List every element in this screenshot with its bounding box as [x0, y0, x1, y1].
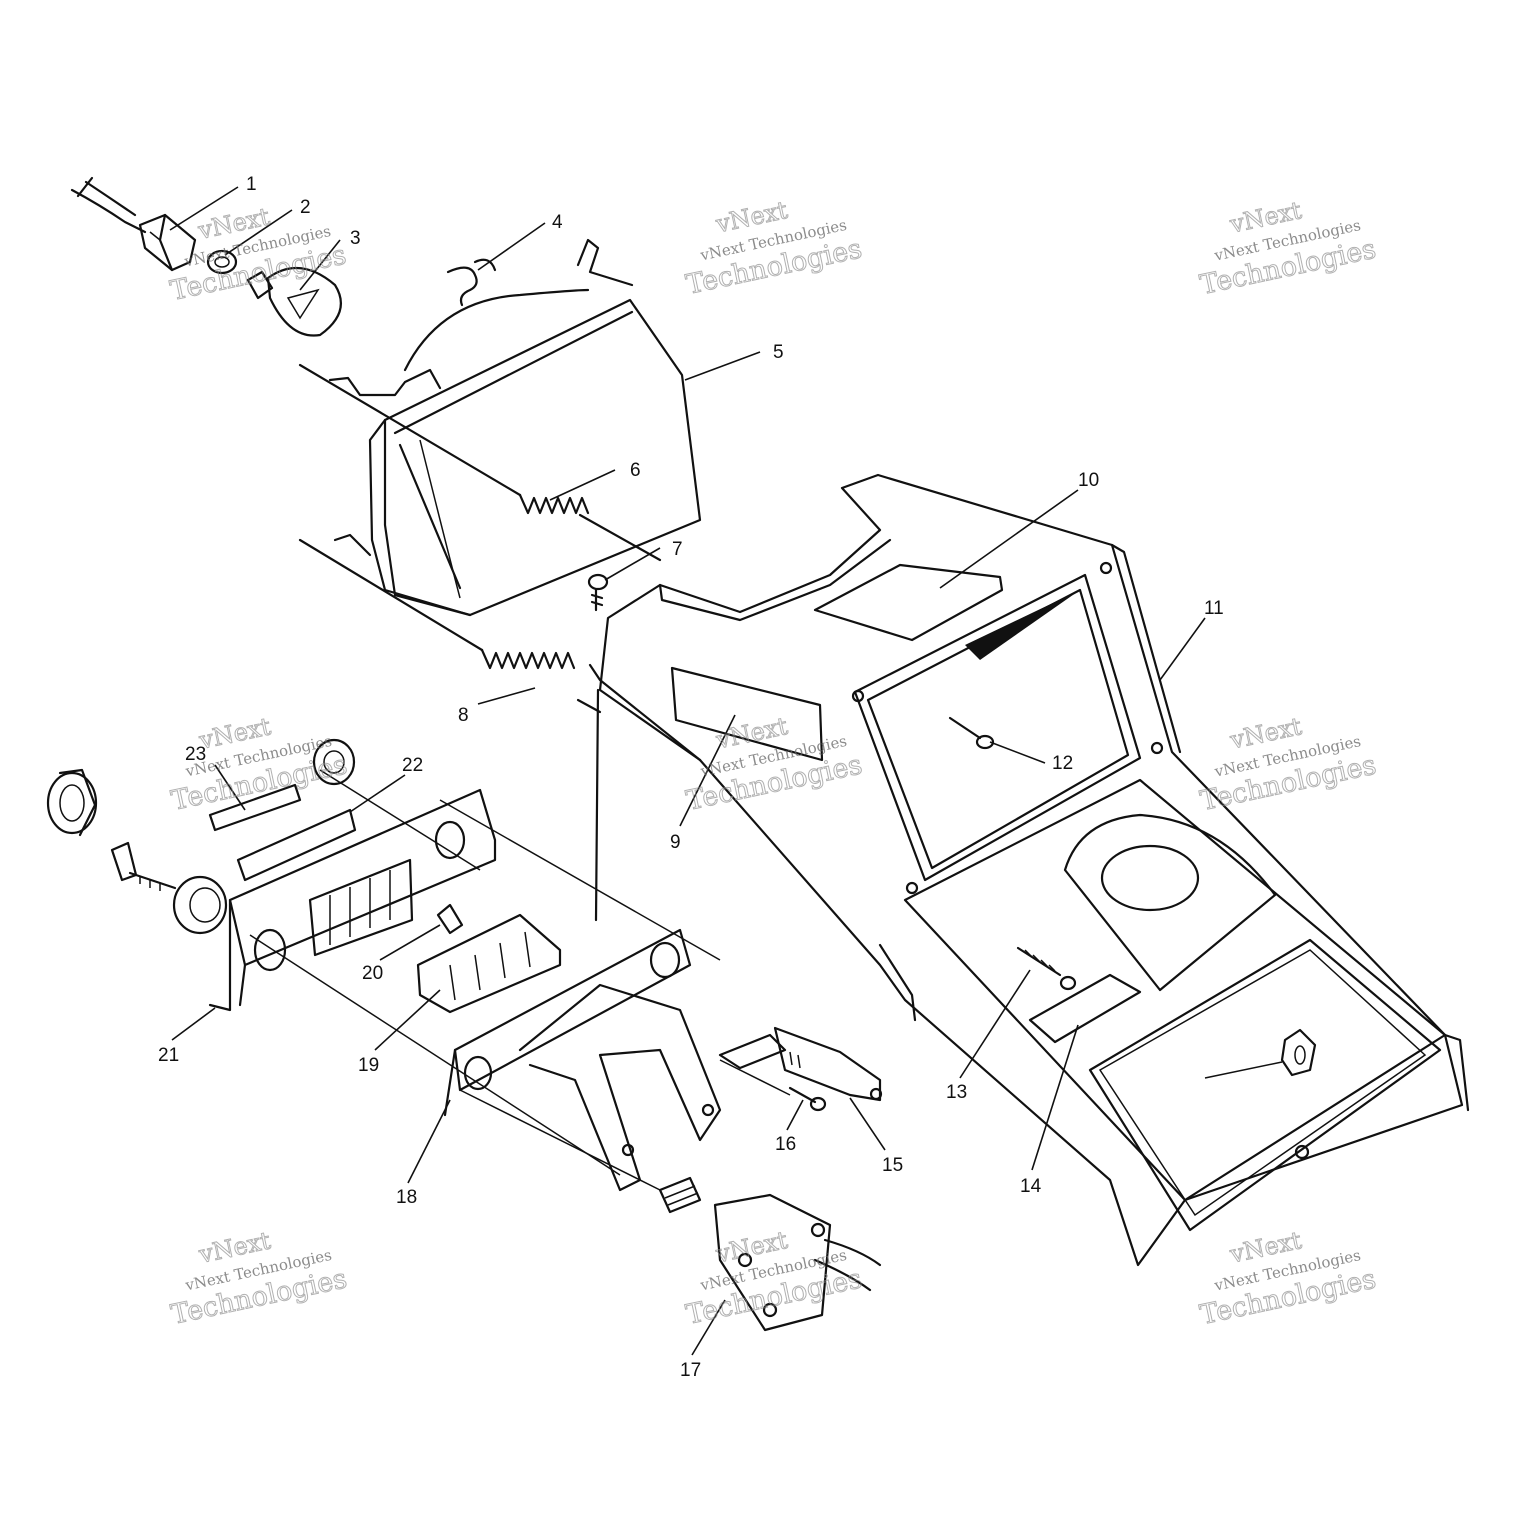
- switch-part-19: [416, 913, 562, 1014]
- bulb-part-20: [436, 903, 464, 935]
- headlight-housing-part-5: [328, 238, 702, 617]
- key-switch: [46, 768, 177, 891]
- callout-17: 17: [680, 1360, 701, 1381]
- screw-part-16: [788, 1086, 827, 1112]
- watermark-7: vNext vNext Technologies Technologies: [168, 1226, 350, 1332]
- callout-15: 15: [882, 1155, 903, 1176]
- connector-part-17: [658, 1176, 882, 1332]
- hood-body-part-11: [588, 473, 1470, 1267]
- spring-part-8: [298, 538, 602, 714]
- nut-part: [172, 875, 228, 935]
- watermark-9: vNext vNext Technologies Technologies: [1197, 1226, 1379, 1332]
- watermark-2: vNext vNext Technologies Technologies: [683, 195, 865, 301]
- callout-16: 16: [775, 1134, 796, 1155]
- windscreen-opening: [853, 573, 1142, 882]
- watermark-1: vNext vNext Technologies Technologies: [167, 202, 349, 308]
- console-bracket-part-18: [443, 928, 722, 1192]
- switch-bracket-part-21: [208, 788, 497, 1012]
- watermark-6: vNext vNext Technologies Technologies: [1197, 712, 1379, 818]
- decal-part-14: [1028, 973, 1142, 1044]
- callout-labels: 1 2 3 4 5 6 7 8 9 10 11 12 13 14 15 16 1…: [158, 174, 1224, 1381]
- callout-22: 22: [402, 755, 423, 776]
- callout-23: 23: [185, 744, 206, 765]
- latch: [1204, 1028, 1317, 1160]
- connector-part-1: [138, 213, 197, 272]
- watermark-3: vNext vNext Technologies Technologies: [1197, 196, 1379, 302]
- watermark-8: vNext vNext Technologies Technologies: [683, 1225, 865, 1331]
- callout-11: 11: [1204, 598, 1224, 619]
- leader-lines: [169, 186, 1206, 1356]
- assembly-lines: [249, 769, 791, 1191]
- screw-part-7: [587, 573, 609, 612]
- callout-3: 3: [350, 228, 361, 249]
- callout-10: 10: [1078, 470, 1099, 491]
- plate-part-22: [236, 808, 357, 882]
- callout-8: 8: [458, 705, 469, 726]
- decal-part-9: [670, 666, 824, 762]
- wire-harness: [70, 176, 147, 234]
- spring-clip-part-4: [446, 258, 497, 307]
- callout-13: 13: [946, 1082, 967, 1103]
- callout-12: 12: [1052, 753, 1073, 774]
- screw-part-13: [905, 881, 1077, 991]
- console-panel: [903, 778, 1447, 1232]
- callout-7: 7: [672, 539, 683, 560]
- watermark-5: vNext vNext Technologies Technologies: [683, 711, 865, 817]
- callout-20: 20: [362, 963, 383, 984]
- callout-5: 5: [773, 342, 784, 363]
- callout-9: 9: [670, 832, 681, 853]
- spring-part-6: [298, 363, 662, 562]
- bulb-part-3: [246, 266, 342, 337]
- decal-part-10: [813, 563, 1004, 642]
- callout-1: 1: [246, 174, 257, 195]
- grommet-part-2: [206, 249, 238, 275]
- callout-2: 2: [300, 197, 311, 218]
- callout-14: 14: [1020, 1176, 1042, 1197]
- callout-6: 6: [630, 460, 641, 481]
- callout-19: 19: [358, 1055, 379, 1076]
- callout-18: 18: [396, 1187, 417, 1208]
- callout-21: 21: [158, 1045, 179, 1066]
- screw-part-12: [851, 561, 1164, 755]
- callout-4: 4: [552, 212, 563, 233]
- bezel-part-23: [208, 738, 356, 832]
- switch-part-15: [718, 1026, 883, 1102]
